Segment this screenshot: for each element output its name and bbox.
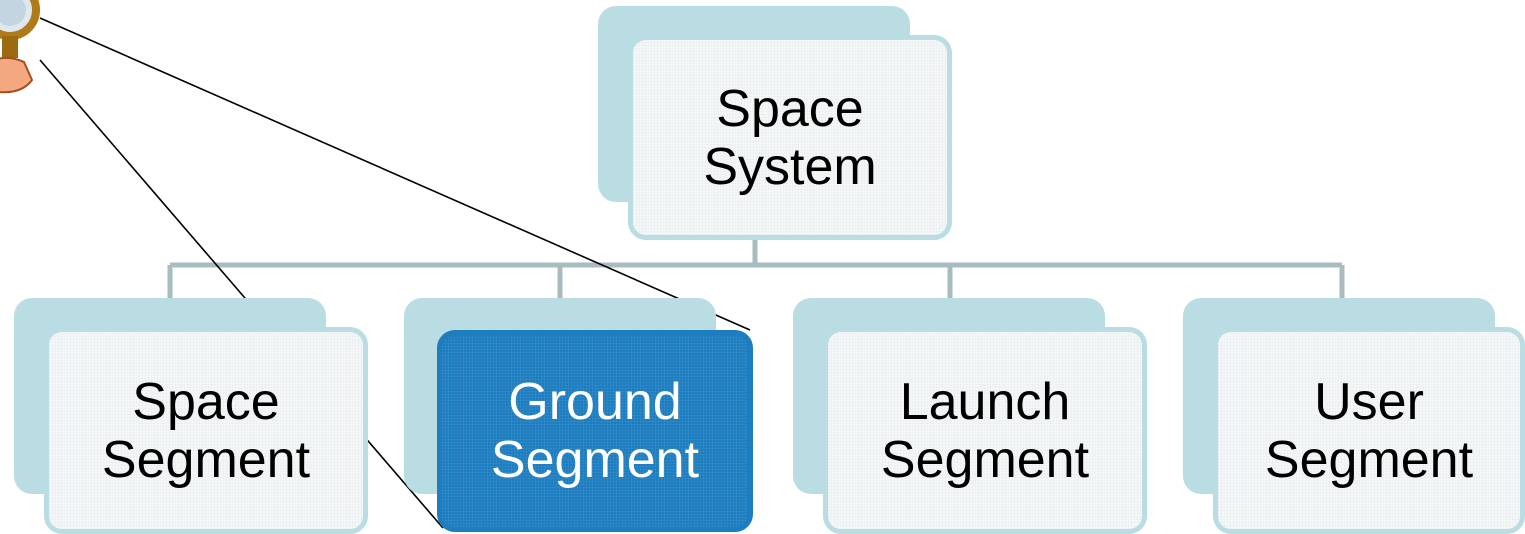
node-card-space-segment[interactable]: Space Segment <box>44 327 368 534</box>
node-label-space-segment: Space Segment <box>101 372 311 489</box>
magnifying-glass-hand-icon <box>0 0 40 94</box>
zoom-line-lower <box>39 59 444 529</box>
node-card-space-system[interactable]: Space System <box>628 35 952 240</box>
node-card-user-segment[interactable]: User Segment <box>1213 327 1525 534</box>
node-card-ground-segment[interactable]: Ground Segment <box>437 330 753 532</box>
node-label-user-segment: User Segment <box>1264 372 1474 489</box>
zoom-line-upper <box>39 17 751 331</box>
node-label-ground-segment: Ground Segment <box>490 373 700 489</box>
node-card-launch-segment[interactable]: Launch Segment <box>823 327 1147 534</box>
node-label-space-system: Space System <box>703 79 877 196</box>
node-label-launch-segment: Launch Segment <box>880 372 1090 489</box>
